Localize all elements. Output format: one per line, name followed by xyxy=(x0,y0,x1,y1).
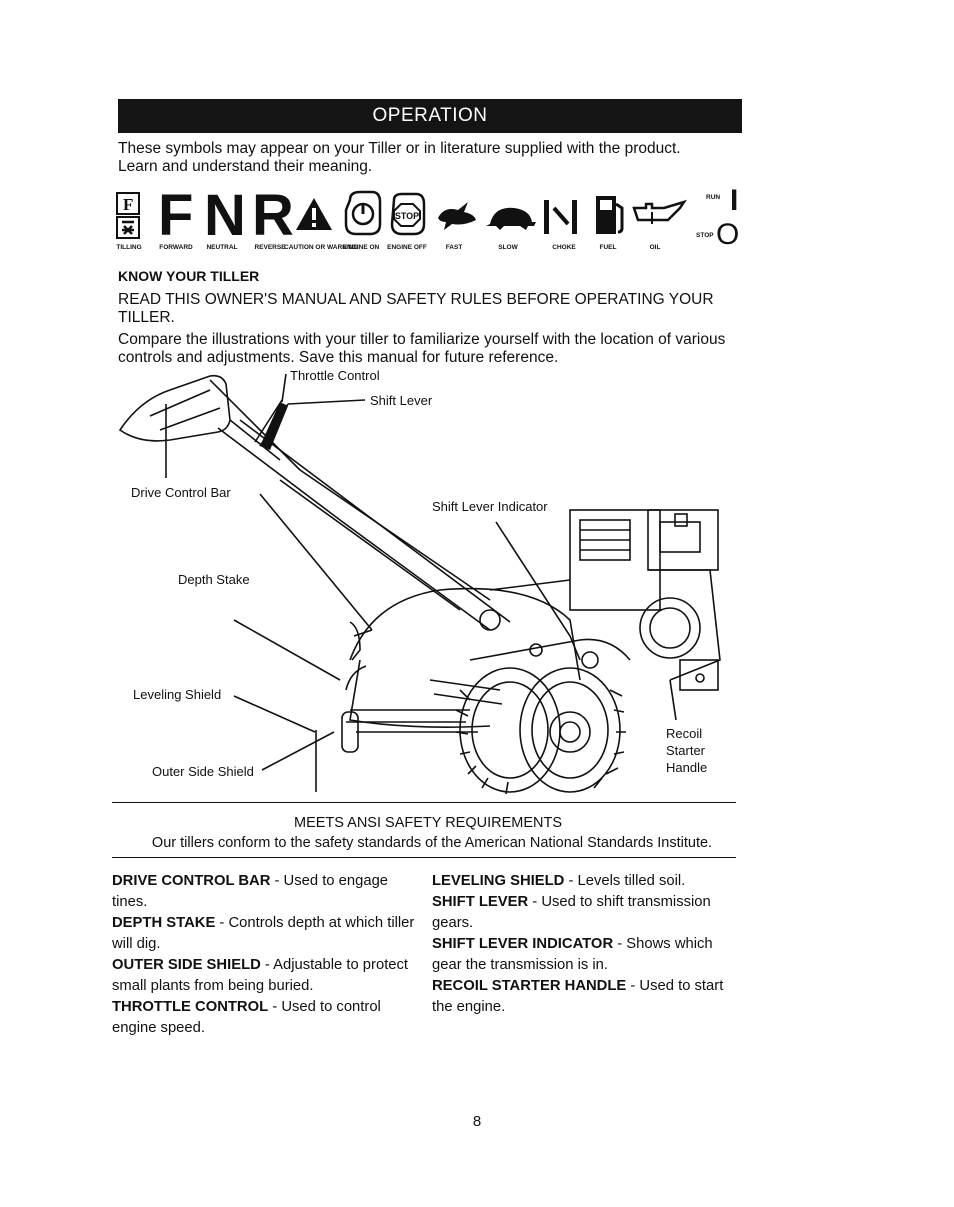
caption-caution: CAUTION OR WARNING xyxy=(284,244,359,251)
svg-text:F: F xyxy=(123,195,133,214)
definition-throttle-control: THROTTLE CONTROL - Used to control engin… xyxy=(112,999,381,1036)
definition-recoil-starter-handle: RECOIL STARTER HANDLE - Used to start th… xyxy=(432,978,724,1015)
compare-instructions: Compare the illustrations with your till… xyxy=(118,331,726,366)
intro-text: These symbols may appear on your Tiller … xyxy=(118,140,738,176)
caption-engine-off: ENGINE OFF xyxy=(387,244,427,251)
stop-glyph: O xyxy=(716,218,740,251)
label-recoil-line3: Handle xyxy=(666,760,708,775)
label-recoil-line2: Starter xyxy=(666,743,706,758)
definitions-right-column: LEVELING SHIELD - Levels tilled soil. SH… xyxy=(432,871,732,1018)
caption-choke: CHOKE xyxy=(552,244,576,251)
label-drive-control-bar: Drive Control Bar xyxy=(131,485,231,500)
label-throttle-control: Throttle Control xyxy=(290,368,380,383)
intro-line-1: These symbols may appear on your Tiller … xyxy=(118,140,681,157)
section-header-operation: OPERATION xyxy=(118,99,742,133)
fuel-pump-icon xyxy=(596,196,624,234)
label-recoil-line1: Recoil xyxy=(666,726,703,741)
caption-reverse: REVERSE xyxy=(254,244,286,251)
caution-triangle-icon xyxy=(296,198,332,230)
label-depth-stake: Depth Stake xyxy=(178,572,250,587)
forward-letter: F xyxy=(158,183,193,248)
label-shift-lever-indicator: Shift Lever Indicator xyxy=(432,499,548,514)
ansi-body: Our tillers conform to the safety standa… xyxy=(151,835,713,851)
run-glyph: I xyxy=(730,184,739,217)
definition-shift-lever: SHIFT LEVER - Used to shift transmission… xyxy=(432,894,711,931)
definition-drive-control-bar: DRIVE CONTROL BAR - Used to engage tines… xyxy=(112,873,389,910)
caption-forward: FORWARD xyxy=(159,244,193,251)
know-your-tiller-heading: KNOW YOUR TILLER xyxy=(118,268,260,284)
neutral-letter: N xyxy=(204,183,246,248)
engine-off-stop-icon: STOP xyxy=(390,192,426,236)
caption-tilling: TILLING xyxy=(116,244,142,251)
symbol-legend: F TILLING F FORWARD N NEUTRAL R REVERSE … xyxy=(116,186,746,262)
definitions-left-column: DRIVE CONTROL BAR - Used to engage tines… xyxy=(112,871,417,1039)
label-outer-side-shield: Outer Side Shield xyxy=(152,764,254,779)
label-leveling-shield: Leveling Shield xyxy=(133,687,222,702)
oil-can-icon xyxy=(632,199,687,224)
page-number: 8 xyxy=(472,1113,482,1130)
tilling-icon: F xyxy=(116,192,140,239)
divider-bottom xyxy=(112,857,736,858)
definition-outer-side-shield: OUTER SIDE SHIELD - Adjustable to protec… xyxy=(112,957,409,994)
tiller-illustration xyxy=(118,373,721,795)
caption-oil: OIL xyxy=(649,244,661,251)
rabbit-fast-icon xyxy=(438,202,476,230)
turtle-slow-icon xyxy=(486,207,536,230)
engine-on-icon xyxy=(344,190,382,236)
choke-icon xyxy=(544,200,577,234)
definition-depth-stake: DEPTH STAKE - Controls depth at which ti… xyxy=(112,915,415,952)
caption-fast: FAST xyxy=(445,244,463,251)
caption-engine-on: ENGINE ON xyxy=(342,244,380,251)
divider-top xyxy=(112,802,736,803)
caption-fuel: FUEL xyxy=(599,244,617,251)
caption-neutral: NEUTRAL xyxy=(206,244,238,251)
stop-sign-text: STOP xyxy=(395,211,419,221)
definition-leveling-shield: LEVELING SHIELD - Levels tilled soil. xyxy=(432,873,686,889)
label-shift-lever: Shift Lever xyxy=(370,393,433,408)
caption-slow: SLOW xyxy=(498,244,518,251)
definition-shift-lever-indicator: SHIFT LEVER INDICATOR - Shows which gear… xyxy=(432,936,713,973)
read-manual-warning: READ THIS OWNER'S MANUAL AND SAFETY RULE… xyxy=(118,291,714,326)
caption-run: RUN xyxy=(706,194,721,201)
caption-stop: STOP xyxy=(696,232,714,239)
ansi-title: MEETS ANSI SAFETY REQUIREMENTS xyxy=(293,815,563,831)
intro-line-2: Learn and understand their meaning. xyxy=(118,158,373,175)
reverse-letter: R xyxy=(252,183,294,248)
